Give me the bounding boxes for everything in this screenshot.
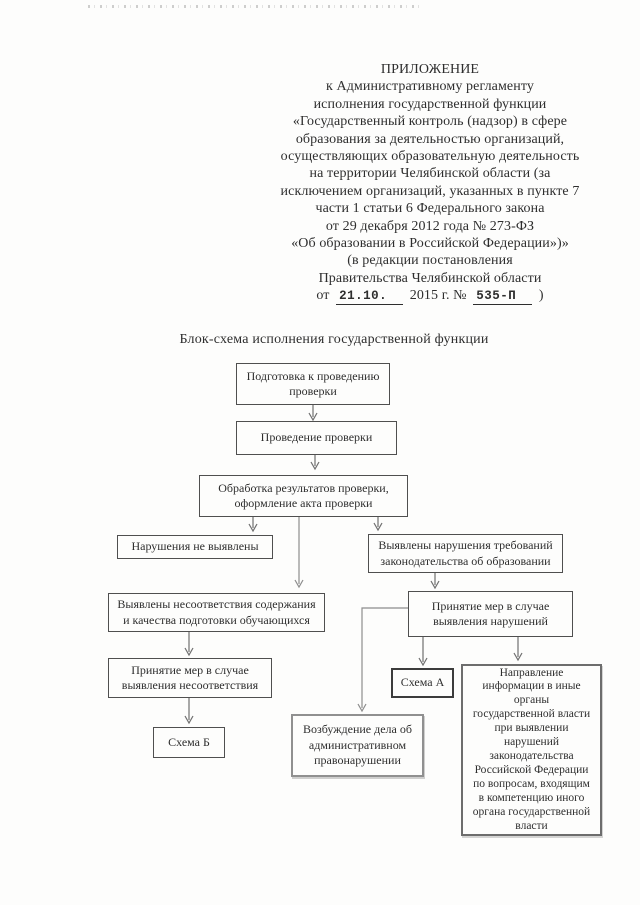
- node-label: Принятие мер в случае выявления нарушени…: [431, 598, 550, 629]
- connector-provedenie-obrabotka: [310, 455, 320, 471]
- header-line: Правительства Челябинской области: [318, 270, 542, 286]
- node-label: Проведение проверки: [260, 430, 373, 445]
- approval-date-field: 21.10.: [336, 289, 404, 306]
- header-line: исключением организаций, указанных в пун…: [280, 183, 580, 199]
- approval-number-field: 535-П: [473, 289, 533, 306]
- connector-obrabotka-violations: [373, 517, 383, 532]
- approval-middle: 2015 г. №: [409, 288, 467, 304]
- header-line: исполнения государственной функции: [313, 96, 547, 112]
- node-label: Нарушения не выявлены: [131, 539, 259, 554]
- header-line: ПРИЛОЖЕНИЕ: [380, 62, 480, 77]
- connector-violations-measures: [430, 573, 440, 590]
- header-line: образования за деятельностью организаций…: [295, 131, 565, 147]
- node-admin-case: Возбуждение дела об административном пра…: [291, 714, 424, 777]
- connector-measures-schema-b: [184, 698, 194, 725]
- node-preparation: Подготовка к проведению проверки: [236, 363, 390, 405]
- header-line: (в редакции постановления: [347, 253, 513, 269]
- node-no-violations: Нарушения не выявлены: [117, 535, 273, 559]
- connector-measures-schema-a: [418, 637, 428, 667]
- connector-podgotovka-provedenie: [308, 405, 318, 422]
- header-line: на территории Челябинской области (за: [309, 166, 551, 182]
- header-line: «Государственный контроль (надзор) в сфе…: [292, 114, 568, 130]
- connector-mismatch-measures: [184, 632, 194, 657]
- node-forward-info: Направление информации в иные органы гос…: [461, 664, 602, 836]
- node-measures-violations: Принятие мер в случае выявления нарушени…: [408, 591, 573, 637]
- connector-obrabotka-mismatch: [294, 517, 304, 589]
- header-line: к Административному регламенту: [326, 79, 534, 95]
- node-mismatch-found: Выявлены несоответствия содержания и кач…: [108, 593, 325, 632]
- diagram-title: Блок-схема исполнения государственной фу…: [179, 332, 489, 347]
- node-label: Выявлены нарушения требований законодате…: [378, 538, 553, 568]
- node-schema-a: Схема А: [391, 668, 454, 698]
- header-line: части 1 статьи 6 Федерального закона: [315, 201, 545, 217]
- scan-noise-artifact: [88, 5, 420, 8]
- document-header: ПРИЛОЖЕНИЕ к Административному регламент…: [230, 61, 630, 306]
- node-label: Возбуждение дела об административном пра…: [303, 722, 412, 768]
- approval-prefix: от: [316, 288, 330, 304]
- node-measures-mismatch: Принятие мер в случае выявления несоотве…: [108, 658, 272, 698]
- node-label: Обработка результатов проверки, оформлен…: [218, 480, 389, 511]
- header-line: «Об образовании в Российской Федерации»)…: [291, 236, 569, 252]
- node-label: Принятие мер в случае выявления несоотве…: [121, 662, 259, 693]
- node-label: Схема Б: [168, 734, 210, 749]
- header-approval-line: от 21.10. 2015 г. № 535-П ): [230, 287, 630, 306]
- connector-measures-admin-case: [357, 607, 408, 713]
- node-label: Выявлены несоответствия содержания и кач…: [117, 597, 316, 627]
- node-violations-found: Выявлены нарушения требований законодате…: [368, 534, 563, 573]
- connector-measures-forward-info: [513, 637, 523, 662]
- node-label: Схема А: [400, 675, 445, 690]
- node-label: Подготовка к проведению проверки: [246, 368, 380, 399]
- approval-suffix: ): [538, 288, 544, 304]
- header-line: осуществляющих образовательную деятельно…: [280, 149, 580, 165]
- node-processing-results: Обработка результатов проверки, оформлен…: [199, 475, 408, 517]
- node-label: Направление информации в иные органы гос…: [472, 666, 591, 832]
- connector-obrabotka-no-violations: [248, 517, 258, 533]
- node-inspection: Проведение проверки: [236, 421, 397, 455]
- header-line: от 29 декабря 2012 года № 273-ФЗ: [325, 218, 535, 234]
- node-schema-b: Схема Б: [153, 727, 225, 758]
